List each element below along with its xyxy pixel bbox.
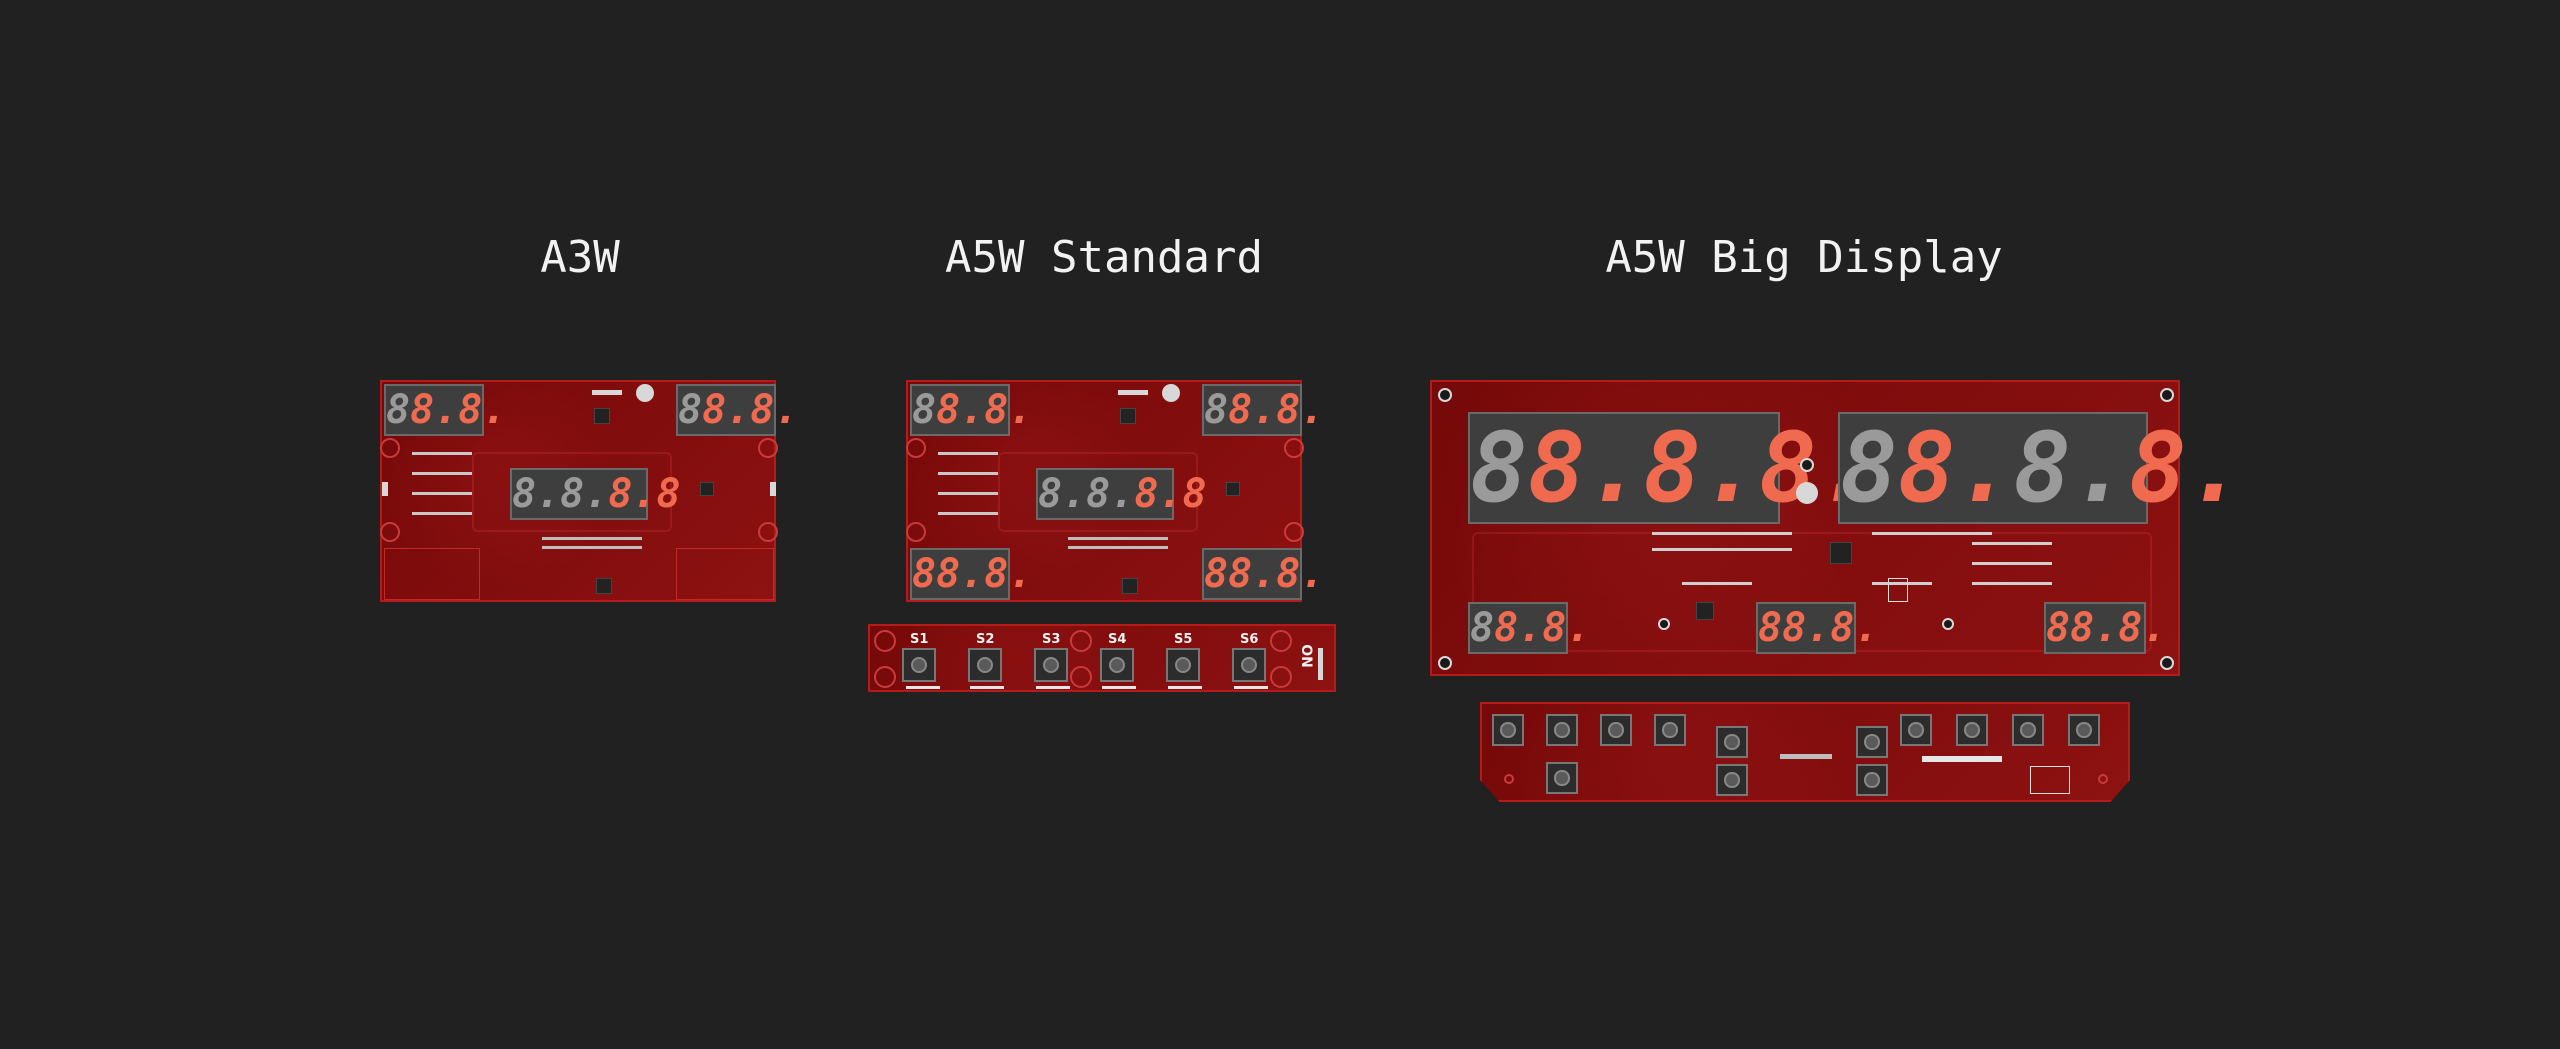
big-button-4[interactable]: [1654, 714, 1686, 746]
a5w-std-display-center: 8.8.8.8: [1036, 468, 1207, 520]
big-button-10[interactable]: [1900, 714, 1932, 746]
big-button-9[interactable]: [1856, 764, 1888, 796]
button-s1[interactable]: [902, 648, 936, 682]
button-label-s4: S4: [1108, 632, 1127, 647]
big-button-6[interactable]: [1716, 726, 1748, 758]
button-label-s5: S5: [1174, 632, 1193, 647]
big-button-11[interactable]: [1956, 714, 1988, 746]
big-button-7[interactable]: [1716, 764, 1748, 796]
button-label-s6: S6: [1240, 632, 1259, 647]
big-button-13[interactable]: [2068, 714, 2100, 746]
button-s6[interactable]: [1232, 648, 1266, 682]
button-label-s3: S3: [1042, 632, 1061, 647]
big-button-12[interactable]: [2012, 714, 2044, 746]
big-button-2[interactable]: [1546, 714, 1578, 746]
a5w-big-button-board: [1480, 702, 2130, 802]
big-button-3[interactable]: [1600, 714, 1632, 746]
logo-icon: [636, 384, 654, 402]
big-button-8[interactable]: [1856, 726, 1888, 758]
silkscreen-on: ON: [1297, 644, 1314, 668]
big-button-1[interactable]: [1492, 714, 1524, 746]
title-a5w-big-display: A5W Big Display: [1605, 232, 2003, 283]
logo-icon: [1796, 482, 1818, 504]
a5w-standard-button-board: S1 S2 S3 S4 S5 S6 ON: [868, 624, 1336, 692]
title-a5w-standard: A5W Standard: [945, 232, 1263, 283]
title-a3w: A3W: [540, 232, 620, 283]
button-label-s1: S1: [910, 632, 929, 647]
button-label-s2: S2: [976, 632, 995, 647]
logo-icon: [1162, 384, 1180, 402]
button-s4[interactable]: [1100, 648, 1134, 682]
big-button-5[interactable]: [1546, 762, 1578, 794]
button-s3[interactable]: [1034, 648, 1068, 682]
button-s2[interactable]: [968, 648, 1002, 682]
button-s5[interactable]: [1166, 648, 1200, 682]
a3w-display-center: 8.8.8.8: [510, 468, 681, 520]
